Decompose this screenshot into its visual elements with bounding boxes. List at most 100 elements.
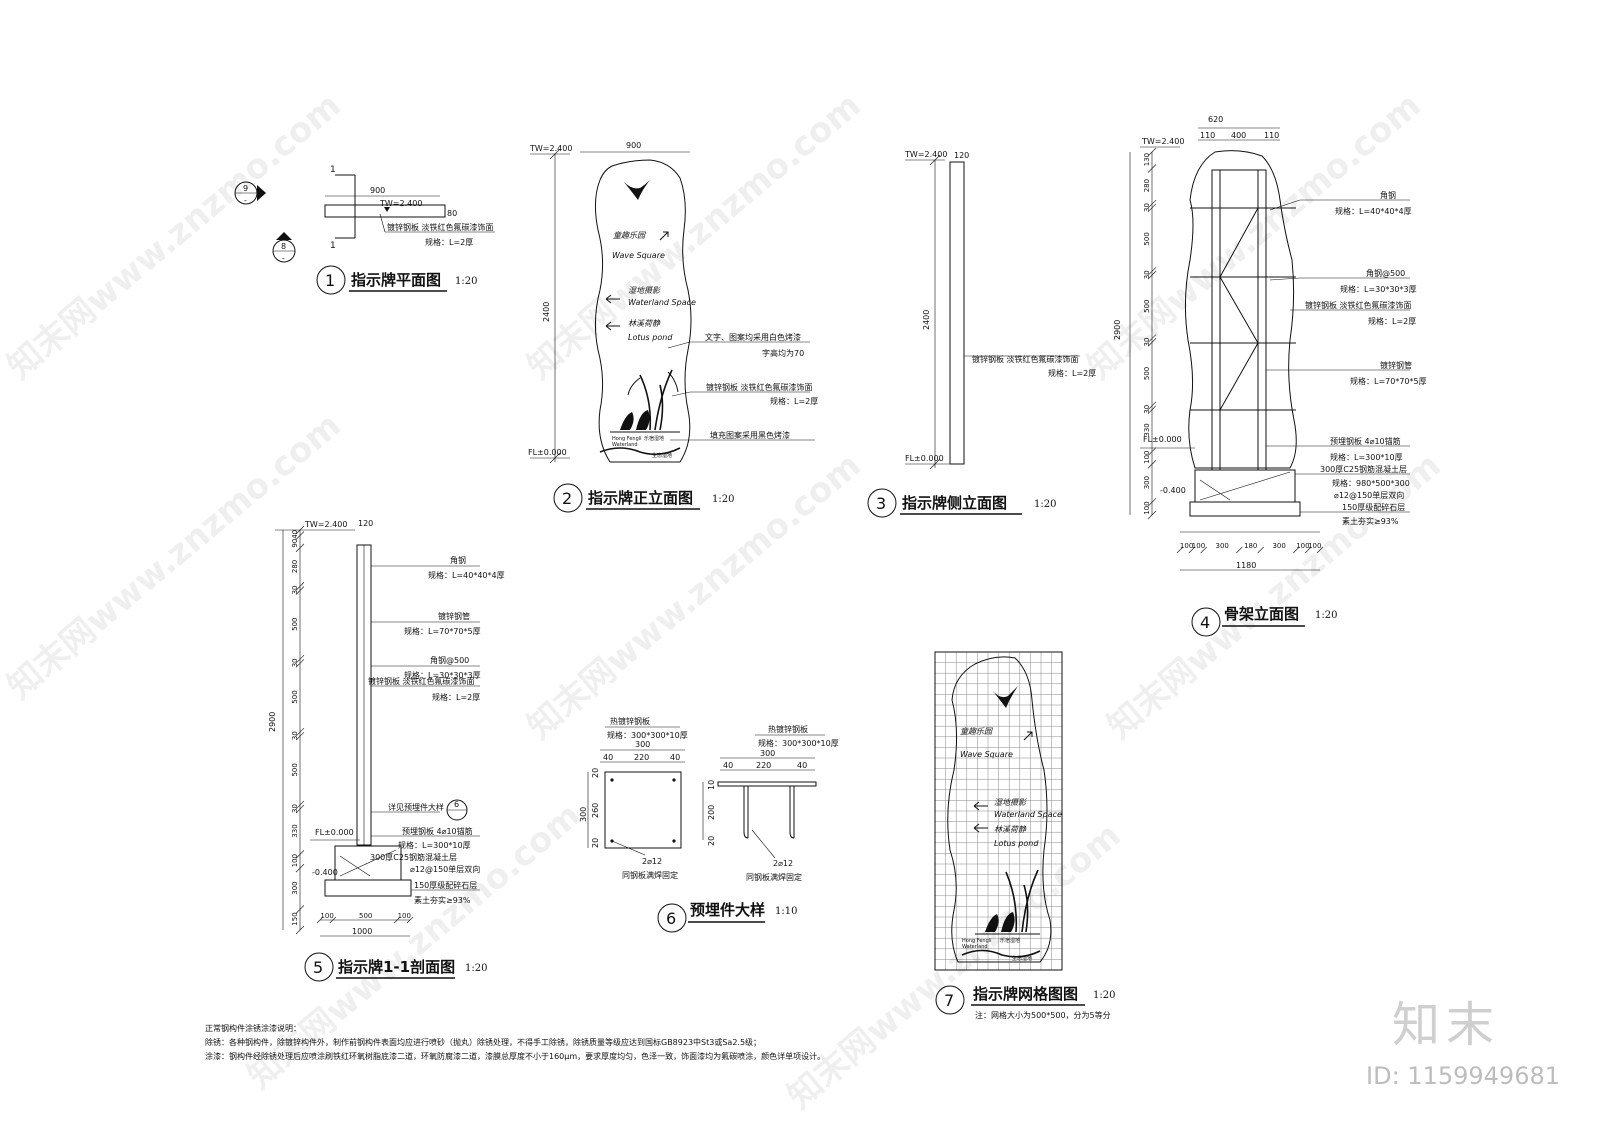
section-dim-v-4: 500 (291, 617, 299, 630)
front-level-top: TW=2.400 (529, 144, 572, 153)
detail-n1a: 热镀锌钢板 (610, 716, 650, 726)
grid-footer-3: 乐宿湿地 (1000, 937, 1020, 944)
detail-plate-plan (604, 771, 682, 849)
section-n7a: 150厚级配碎石层 (414, 880, 477, 890)
brand-logo: 知末 (1391, 997, 1500, 1053)
side-height-dim: 2400 (922, 310, 931, 330)
front-item2-cn: 林溪荷静 (628, 319, 661, 328)
front-note-a2: 字高均为70 (762, 348, 804, 358)
detail2-w-3: 40 (797, 761, 807, 770)
front-note-b1: 镀锌钢板 淡铁红色氟碳漆饰面 (706, 382, 813, 392)
frame-n5a: 预埋钢板 4⌀10锚筋 (1330, 436, 1401, 446)
detail-w-1: 40 (603, 753, 613, 762)
view-6-number: 6 (666, 909, 676, 928)
section-level-bottom: FL±0.000 (315, 828, 354, 837)
grid-sign-en: Wave Square (960, 750, 1013, 759)
frame-dim-b-2: 300 (1216, 542, 1229, 550)
section-n3b: 规格：L=30*30*3厚 (404, 670, 481, 680)
frame-n4a: 镀锌钢管 (1380, 360, 1412, 370)
side-level-bottom: FL±0.000 (905, 454, 944, 463)
view-2-number: 2 (562, 489, 572, 508)
frame-height-dim: 2900 (1113, 320, 1122, 340)
index-a-bottom: - (244, 196, 247, 205)
index-b-top: 8 (281, 242, 286, 251)
view-grid-layout: 童趣乐园 Wave Square 湿地摄影 Waterland Space 林溪… (934, 651, 1115, 1020)
index-a-top: 9 (243, 184, 248, 193)
grid-item2-cn: 林溪荷静 (994, 825, 1027, 834)
front-note-c1: 填充图案采用黑色烤漆 (710, 430, 790, 440)
front-note-a1: 文字、图案均采用白色烤漆 (705, 332, 801, 342)
frame-dim-b-3: 180 (1244, 542, 1257, 550)
front-stone-outline (594, 159, 692, 463)
front-width-dim: 900 (626, 141, 641, 150)
section-dim-v-1: 90 (291, 539, 299, 548)
view-3-title: 指示牌侧立面图 (902, 494, 1007, 512)
plan-outline (324, 204, 446, 218)
cut-mark-top: 1 (330, 165, 336, 175)
detail-weld-2: 同钢板满焊固定 (746, 872, 802, 882)
frame-n1a: 角钢 (1380, 190, 1396, 200)
frame-total-width: 620 (1208, 115, 1223, 124)
frame-dim-b-1: 100 (1192, 542, 1205, 550)
detail-h-2: 260 (591, 803, 600, 818)
detail2-h-2: 200 (707, 805, 716, 820)
front-footer-1: Hong Fengli (612, 436, 642, 442)
image-id: ID: 1159949681 (1366, 1062, 1560, 1090)
front-footer-2: Waterland (612, 442, 638, 448)
frame-dim-v-4: 30 (1143, 270, 1151, 279)
detail2-n1b: 规格：300*300*10厚 (758, 738, 839, 748)
grid-frame (934, 651, 1063, 971)
section-dim-v-3: 30 (291, 585, 299, 594)
section-n2b: 规格：L=70*70*5厚 (404, 626, 481, 636)
view-7-note: 注：网格大小为500*500，分为5等分 (975, 1010, 1111, 1020)
frame-n6b: 规格：980*500*300 (1332, 478, 1410, 488)
frame-dim-b-0: 100 (1180, 542, 1193, 550)
side-level-top: TW=2.400 (904, 150, 947, 159)
detail2-w-2: 220 (756, 761, 771, 770)
cut-mark-bottom: 1 (330, 241, 336, 251)
grid-item1-cn: 湿地摄影 (994, 798, 1027, 807)
section-dim-v-13: 150 (291, 912, 299, 925)
view-1-title: 指示牌平面图 (351, 271, 441, 289)
frame-n7b: 素土夯实≥93% (1342, 516, 1399, 526)
section-n3a: 角钢@500 (430, 655, 469, 665)
front-footer-4: 生态湿地 (652, 452, 672, 459)
section-n2a: 镀锌钢管 (438, 611, 470, 621)
watermark-8: 知末网www.znzmo.com (780, 815, 1129, 1117)
frame-level-top: TW=2.400 (1141, 137, 1184, 146)
detail2-h-1: 10 (707, 780, 716, 790)
section-level-top: TW=2.400 (304, 520, 347, 529)
section-dim-v-8: 500 (291, 763, 299, 776)
grid-footer-2: Waterland (962, 944, 988, 950)
detail-n1b: 规格：300*300*10厚 (607, 730, 688, 740)
detail2-total-width: 300 (760, 749, 775, 758)
frame-n7a: 150厚级配碎石层 (1342, 502, 1405, 512)
grid-item1-en: Waterland Space (994, 810, 1062, 819)
view-5-title: 指示牌1-1剖面图 (338, 958, 455, 976)
grid-item2-en: Lotus pond (994, 839, 1039, 848)
view-front-elevation: TW=2.400 FL±0.000 2400 900 童趣乐园 Wave Squ… (528, 141, 818, 513)
frame-dim-v-0: 130 (1143, 153, 1151, 166)
section-n6c: 300厚C25钢筋混凝土层 (370, 852, 457, 862)
section-n6a: 预埋钢板 4⌀10锚筋 (402, 826, 473, 836)
general-notes: 正常钢构件涂锈涂漆说明： 除锈：各种钢构件，除镀锌构件外，制作前钢构件表面均应进… (205, 1022, 1105, 1064)
plan-thk-dim: 80 (447, 209, 457, 218)
front-item1-en: Waterland Space (628, 298, 696, 307)
view-7-scale: 1:20 (1093, 990, 1115, 1001)
view-2-scale: 1:20 (712, 494, 734, 505)
plan-note-1: 镀锌钢板 淡铁红色氟碳漆饰面 (387, 222, 494, 232)
frame-n5b: 规格：L=300*10厚 (1330, 452, 1403, 462)
side-panel (949, 161, 965, 465)
section-height-dim: 2900 (268, 712, 277, 732)
frame-n6c: ⌀12@150单层双向 (1334, 490, 1404, 500)
frame-n3b: 规格：L=2厚 (1368, 316, 1416, 326)
frame-stone-outline (1184, 150, 1297, 469)
section-thk-dim: 120 (358, 519, 373, 528)
grid-footer-4: 生态湿地 (1012, 955, 1032, 962)
grid-sign-cn: 童趣乐园 (960, 727, 993, 736)
detail-rebar-1: 2⌀12 (642, 857, 662, 866)
front-note-b2: 规格：L=2厚 (770, 396, 818, 406)
front-footer-3: 乐宿湿地 (644, 435, 664, 442)
section-dim-v-9: 30 (291, 804, 299, 813)
